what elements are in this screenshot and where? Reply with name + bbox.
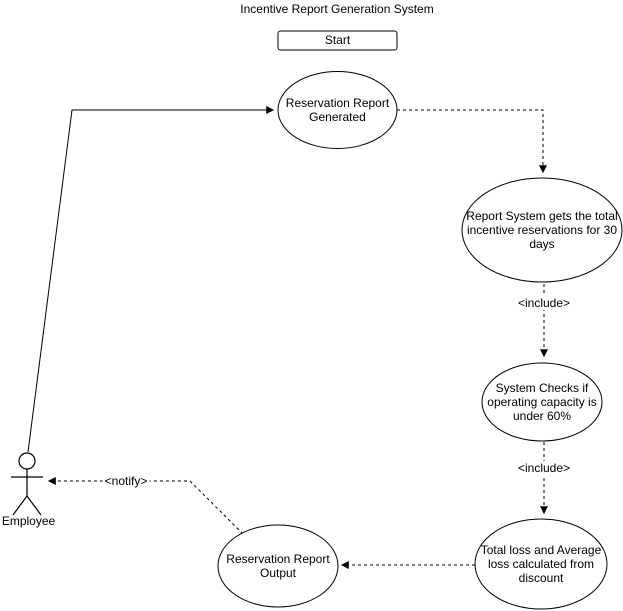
usecase-label-reservation-report-output: Reservation Report Output	[226, 551, 330, 580]
edge-label-include-1: <include>	[515, 296, 573, 310]
start-node-shape	[277, 30, 398, 51]
actor-head	[18, 452, 36, 470]
usecase-label-system-checks-capacity: System Checks if operating capacity is u…	[487, 380, 597, 424]
start-node-label: Start	[324, 33, 351, 48]
edge-employee-to-reservation-report-generated	[27, 106, 275, 453]
edge-label-include-2: <include>	[515, 461, 573, 475]
actor-left-leg	[12, 495, 28, 516]
usecase-label-reservation-report-generated: Reservation Report Generated	[285, 95, 390, 124]
actor-employee-label: Employee	[1, 514, 56, 529]
usecase-ellipse-total-loss-calculated	[474, 518, 608, 610]
edge-notify-report-output-to-employee	[47, 477, 244, 535]
diagram-title: Incentive Report Generation System	[240, 2, 434, 17]
usecase-label-total-loss-calculated: Total loss and Average loss calculated f…	[480, 542, 602, 586]
actor-employee-figure	[11, 452, 43, 516]
edge-generated-to-report-system	[397, 109, 547, 174]
usecase-label-report-system-gets-total: Report System gets the total incentive r…	[466, 208, 618, 252]
usecase-ellipse-system-checks-capacity	[481, 362, 603, 442]
actor-right-leg	[26, 495, 42, 516]
edge-label-notify: <notify>	[102, 474, 150, 488]
usecase-ellipse-reservation-report-generated	[277, 71, 398, 149]
usecase-ellipse-reservation-report-output	[217, 524, 339, 608]
usecase-ellipse-report-system-gets-total	[461, 177, 623, 283]
